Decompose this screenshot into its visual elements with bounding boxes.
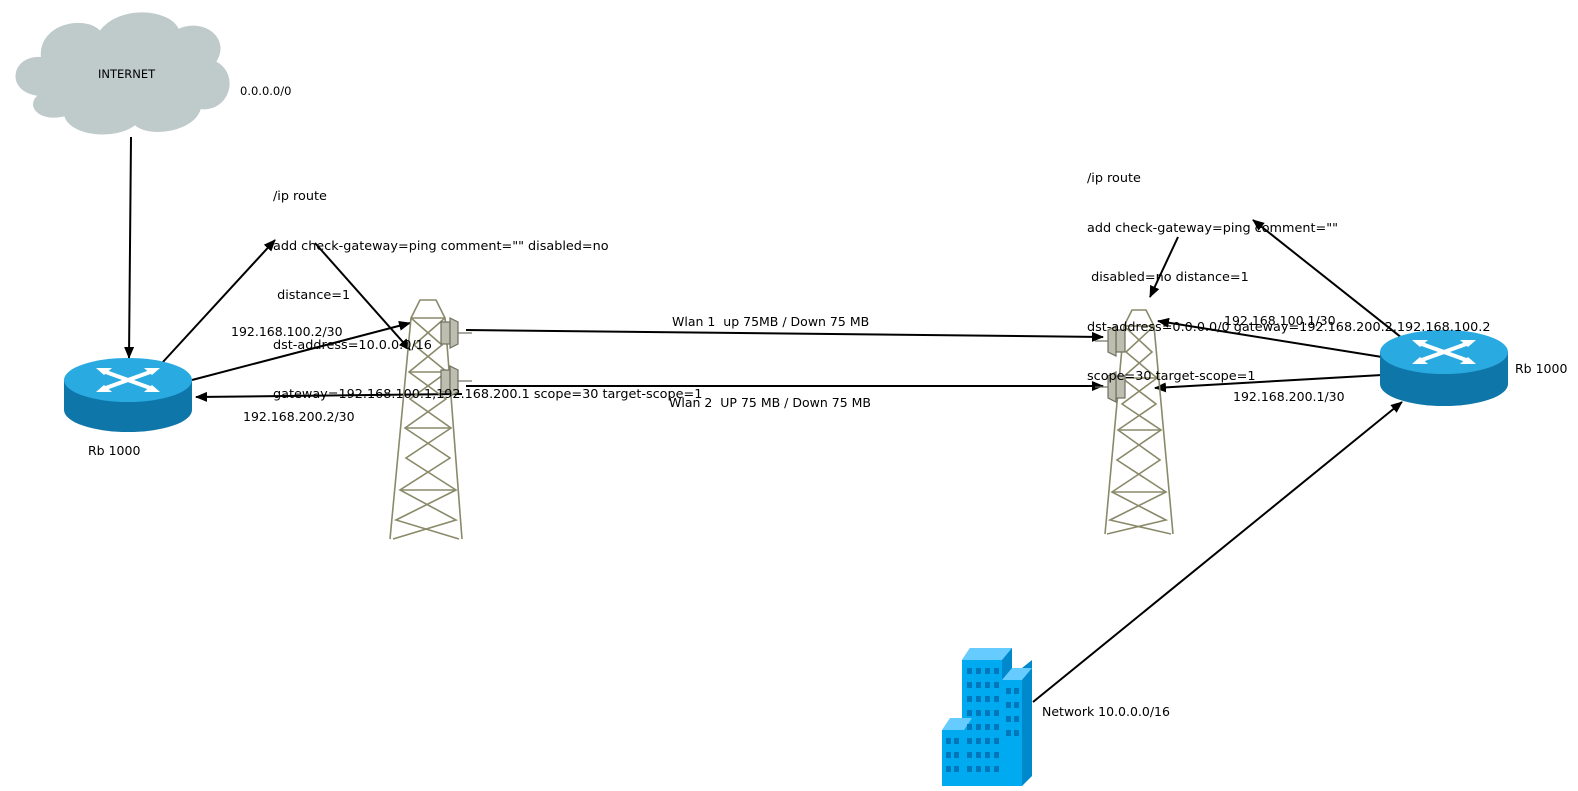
right-router-icon bbox=[1380, 330, 1508, 406]
left-router-icon bbox=[64, 358, 192, 432]
connection-arrows bbox=[124, 136, 1403, 703]
right-route-config: /ip route add check-gateway=ping comment… bbox=[1087, 138, 1490, 402]
right-router-to-config-arrow bbox=[1252, 219, 1403, 339]
internet-route-label: 0.0.0.0/0 bbox=[240, 84, 292, 98]
left-config-line: gateway=192.168.100.1,192.168.200.1 scop… bbox=[273, 387, 703, 402]
internet-to-router-arrow bbox=[124, 136, 135, 359]
wlan1-link-arrow bbox=[465, 329, 1104, 342]
left-route-config: /ip route add check-gateway=ping comment… bbox=[273, 156, 702, 420]
right-router-label: Rb 1000 bbox=[1515, 361, 1568, 376]
left-config-line: dst-address=10.0.0.0/16 bbox=[273, 337, 432, 353]
right-config-line: dst-address=0.0.0.0/0 gateway=192.168.20… bbox=[1087, 319, 1491, 335]
right-router-to-tower-wlan2-arrow bbox=[1154, 374, 1383, 393]
left-config-line: distance=1 bbox=[273, 288, 351, 303]
internet-label: INTERNET bbox=[98, 67, 156, 81]
left-config-to-tower-arrow bbox=[314, 242, 411, 351]
right-config-line: disabled=no distance=1 bbox=[1087, 270, 1249, 285]
router-to-tower-wlan1-arrow bbox=[191, 320, 411, 381]
left-router-label: Rb 1000 bbox=[88, 443, 141, 458]
right-wlan1-ip-label: 192.168.100.1/30 bbox=[1224, 313, 1336, 328]
left-tower-icon bbox=[389, 299, 472, 540]
right-wlan2-ip-label: 192.168.200.1/30 bbox=[1233, 389, 1345, 404]
right-tower-icon bbox=[1095, 309, 1174, 535]
left-wlan1-ip-label: 192.168.100.2/30 bbox=[231, 324, 343, 339]
network-label: Network 10.0.0.0/16 bbox=[1042, 704, 1170, 719]
wlan1-link-label: Wlan 1 up 75MB / Down 75 MB bbox=[672, 314, 870, 329]
network-to-router-arrow bbox=[1032, 401, 1403, 703]
right-config-line: scope=30 target-scope=1 bbox=[1087, 369, 1256, 384]
left-wlan2-ip-label: 192.168.200.2/30 bbox=[243, 409, 355, 424]
right-config-to-tower-arrow bbox=[1149, 236, 1179, 298]
right-config-line: /ip route bbox=[1087, 171, 1141, 186]
router-to-left-config-arrow bbox=[161, 239, 276, 364]
right-config-line: add check-gateway=ping comment="" bbox=[1087, 220, 1338, 236]
tower-to-router-wlan2-arrow bbox=[195, 391, 463, 402]
office-building-icon bbox=[942, 648, 1032, 786]
internet-cloud-icon bbox=[15, 12, 230, 135]
wlan2-link-label: Wlan 2 UP 75 MB / Down 75 MB bbox=[669, 395, 871, 410]
left-config-line: add check-gateway=ping comment="" disabl… bbox=[273, 238, 609, 254]
left-config-line: /ip route bbox=[273, 189, 327, 204]
right-router-to-tower-wlan1-arrow bbox=[1157, 317, 1383, 358]
